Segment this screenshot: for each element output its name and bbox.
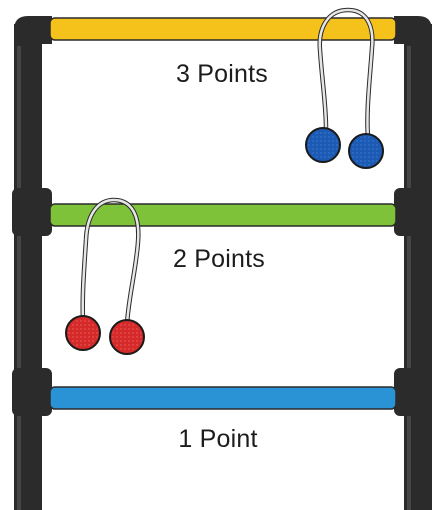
rung-label-2-points: 2 Points xyxy=(173,245,265,273)
red-bola[interactable] xyxy=(65,197,145,355)
left-post xyxy=(14,24,42,510)
blue-bola[interactable] xyxy=(305,7,384,169)
right-post xyxy=(404,24,432,510)
rung-label-1-point: 1 Point xyxy=(178,425,258,453)
tee-connectors xyxy=(12,188,432,416)
top-left-elbow xyxy=(14,16,52,46)
rung-2-points xyxy=(49,203,397,227)
rung-3-points xyxy=(49,17,397,41)
rung-1-point xyxy=(49,386,397,410)
top-right-elbow xyxy=(394,16,432,46)
rung-label-3-points: 3 Points xyxy=(176,60,268,88)
